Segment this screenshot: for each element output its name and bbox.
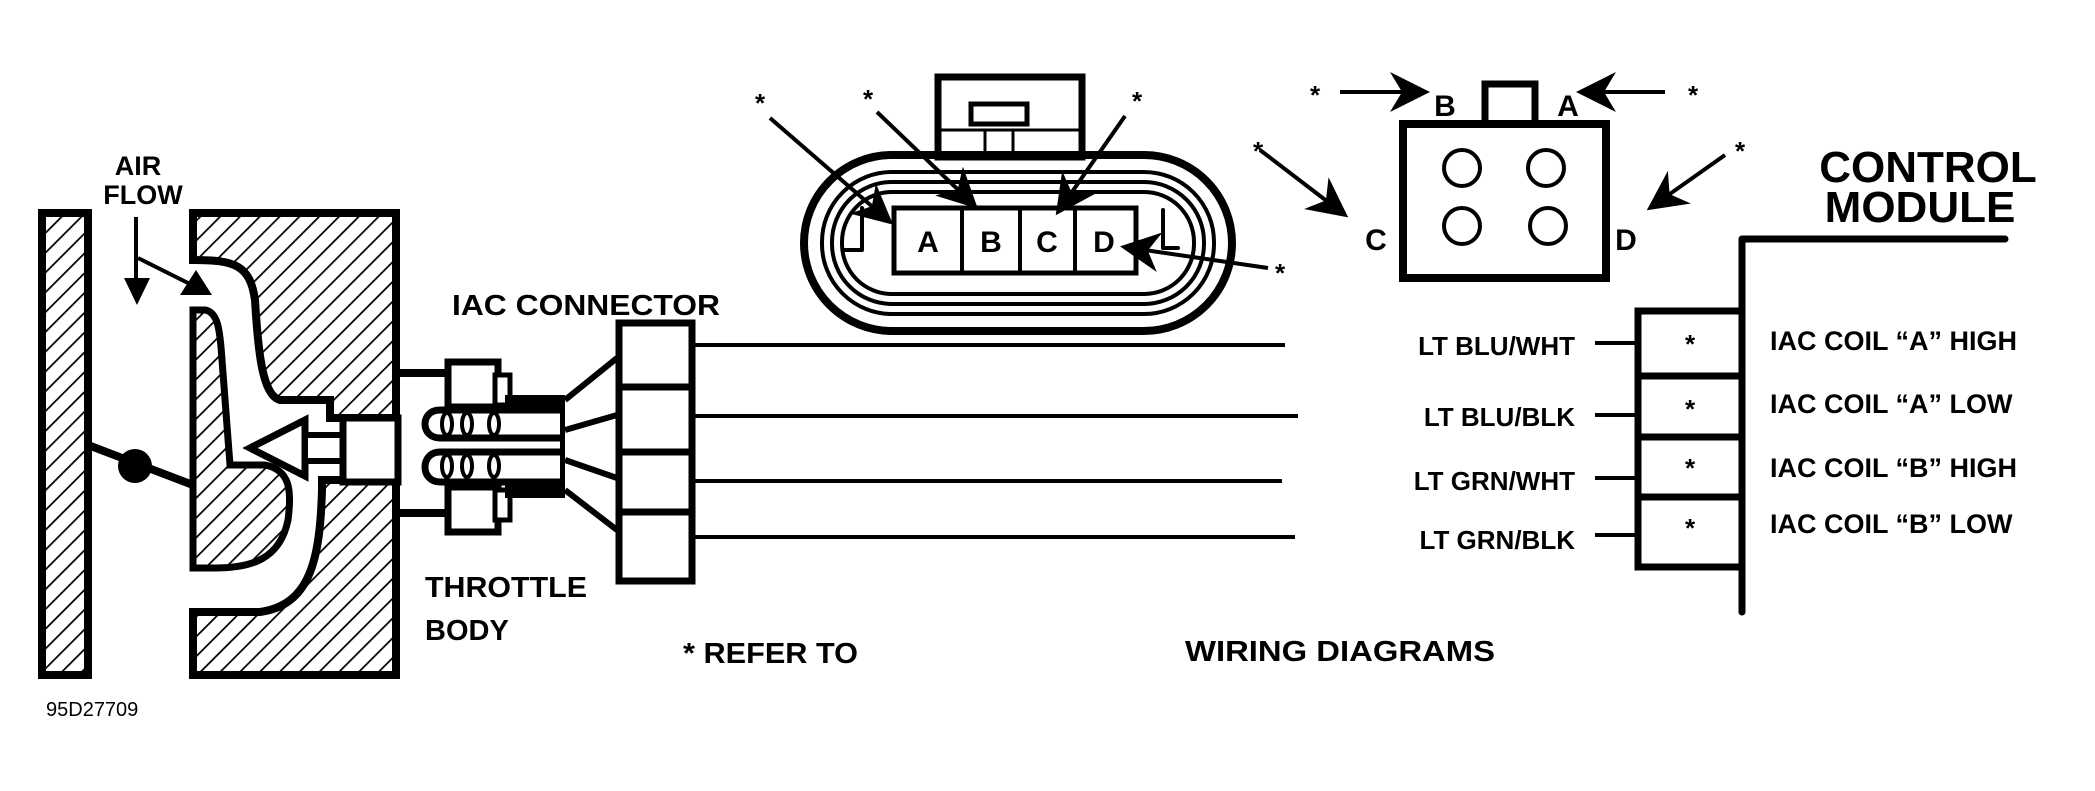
square-pin-label-a: A xyxy=(1557,90,1579,123)
lead-b xyxy=(564,412,618,433)
connector-shell-ring-2 xyxy=(830,180,1206,306)
lead-a xyxy=(563,355,619,403)
square-connector-face: B A C D * * * * xyxy=(1253,72,1746,282)
module-pin-marker: * xyxy=(1685,329,1696,359)
terminal-c xyxy=(1442,206,1482,246)
airflow-arrowhead-down xyxy=(124,278,150,305)
callout-arrow-b xyxy=(875,110,978,209)
callout-star-sq-a: * xyxy=(1688,80,1699,110)
callout-arrow-sq-c xyxy=(1258,148,1349,218)
circuit-row: LT GRN/BLK * IAC COIL “B” LOW xyxy=(1420,509,2014,555)
circuit-function-label: IAC COIL “A” HIGH xyxy=(1770,326,2017,356)
lead-d xyxy=(563,487,619,533)
pin-block xyxy=(891,205,1139,276)
callout-star-a: * xyxy=(755,88,766,118)
oval-pin-b: B xyxy=(980,226,1002,259)
terminal-b xyxy=(1442,148,1482,188)
callout-star-d: * xyxy=(1275,258,1286,288)
throttle-shaft xyxy=(118,449,152,483)
module-pin-marker: * xyxy=(1685,394,1696,424)
control-module: CONTROL MODULE xyxy=(1595,143,2037,616)
motor-flange-top xyxy=(444,358,502,411)
square-connector-tab xyxy=(1481,80,1539,128)
wire-color-label: LT GRN/WHT xyxy=(1414,466,1575,496)
motor-body-inner xyxy=(505,410,560,483)
air-flow-label-line1: AIR xyxy=(115,151,162,181)
connector-shell-ring-1 xyxy=(820,170,1216,316)
airflow-arrowhead-bypass xyxy=(180,270,212,295)
control-module-title-line2: MODULE xyxy=(1825,183,2016,232)
square-pin-label-c: C xyxy=(1365,224,1387,257)
airflow-arrow-bypass xyxy=(137,256,193,287)
wire-color-label: LT GRN/BLK xyxy=(1420,525,1576,555)
control-module-title-line1: CONTROL xyxy=(1819,143,2037,192)
square-pin-label-d: D xyxy=(1615,224,1637,257)
control-module-outline xyxy=(1738,235,2009,616)
coil-a-windings xyxy=(440,411,501,437)
square-connector-body xyxy=(1399,120,1610,282)
callout-star-sq-d: * xyxy=(1735,136,1746,166)
lead-c xyxy=(564,457,618,481)
circuit-function-label: IAC COIL “A” LOW xyxy=(1770,389,2013,419)
module-pin-marker: * xyxy=(1685,453,1696,483)
iac-valve-motor xyxy=(396,355,619,536)
iac-connector-label: IAC CONNECTOR xyxy=(452,290,720,322)
callout-arrow-sq-d xyxy=(1646,153,1727,211)
oval-connector-face: A B C D * * * * xyxy=(755,73,1286,335)
air-flow-label-line2: FLOW xyxy=(103,180,183,210)
coil-a-icon xyxy=(421,406,564,442)
circuit-row: LT BLU/WHT * IAC COIL “A” HIGH xyxy=(1418,326,2017,361)
refer-to-note: * REFER TO xyxy=(683,638,858,670)
wire-color-label: LT BLU/BLK xyxy=(1424,402,1575,432)
lock-tab-window xyxy=(968,101,1030,127)
wire-color-label: LT BLU/WHT xyxy=(1418,331,1575,361)
callout-arrow-c xyxy=(1055,114,1127,216)
circuit-function-label: IAC COIL “B” LOW xyxy=(1770,509,2013,539)
coil-b-icon xyxy=(421,448,564,486)
throttle-body xyxy=(38,209,402,679)
oval-pin-c: C xyxy=(1036,226,1058,259)
pintle-stem xyxy=(302,432,348,464)
callout-star-b: * xyxy=(863,84,874,114)
key-right xyxy=(1161,208,1180,250)
module-pin-marker: * xyxy=(1685,513,1696,543)
bypass-passage-wall xyxy=(189,306,294,572)
throttle-body-label-line2: BODY xyxy=(425,615,509,647)
callout-star-c: * xyxy=(1132,86,1143,116)
terminal-a xyxy=(1526,148,1566,188)
throttle-body-label-line1: THROTTLE xyxy=(425,572,587,604)
callout-arrow-a xyxy=(768,116,894,225)
throttle-bore-left-wall xyxy=(38,209,92,679)
circuit-row: LT BLU/BLK * IAC COIL “A” LOW xyxy=(1424,389,2013,432)
square-pin-label-b: B xyxy=(1434,90,1456,123)
motor-flange-bottom xyxy=(444,483,502,536)
pintle-housing xyxy=(339,414,402,486)
figure-id: 95D27709 xyxy=(46,699,138,721)
key-left xyxy=(843,206,864,252)
connector-shell-outer xyxy=(800,151,1236,335)
wiring-diagrams-note: WIRING DIAGRAMS xyxy=(1185,636,1495,668)
circuit-row: LT GRN/WHT * IAC COIL “B” HIGH xyxy=(1414,453,2017,496)
connector-shell-ring-3 xyxy=(840,190,1196,296)
throttle-body-casting xyxy=(189,209,400,679)
callout-star-sq-b: * xyxy=(1310,80,1321,110)
oval-pin-d: D xyxy=(1093,226,1115,259)
terminal-d xyxy=(1528,206,1568,246)
coil-b-windings xyxy=(440,453,501,479)
iac-connector-body xyxy=(615,319,696,585)
circuit-function-label: IAC COIL “B” HIGH xyxy=(1770,453,2017,483)
oval-pin-a: A xyxy=(917,226,939,259)
callout-star-sq-c: * xyxy=(1253,136,1264,166)
harness-wires xyxy=(692,343,1298,539)
callout-arrow-d xyxy=(1120,232,1269,272)
